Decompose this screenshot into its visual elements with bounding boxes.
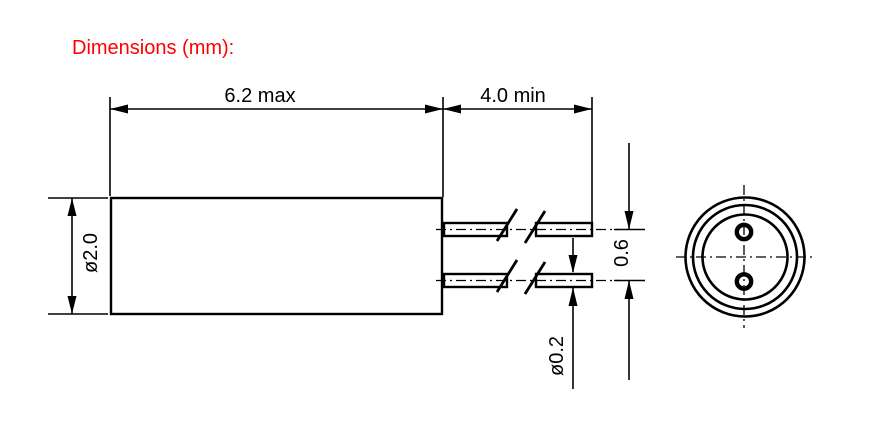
lead-break-mark [495,208,519,242]
lead-length-dimension: 4.0 min [443,85,592,114]
arrowhead-down-icon [624,211,634,230]
lead-break-mark [495,259,519,293]
arrowhead-right-icon [425,104,443,114]
end-view [676,185,814,328]
top-lead [436,208,619,244]
lead-spacing-dimension: 0.6 [611,143,645,380]
body-diameter-dimension: ø2.0 [48,197,108,315]
body-length-label: 6.2 max [224,85,295,107]
lead-break-mark [523,210,547,244]
top-dimension-group: 6.2 max 4.0 min [109,85,593,236]
page-title: Dimensions (mm): [72,37,234,59]
bottom-lead [436,259,619,295]
body-length-dimension: 6.2 max [110,85,443,114]
component-body [109,196,444,316]
lead-diameter-label: ø0.2 [546,336,568,376]
body-diameter-label: ø2.0 [80,233,102,273]
arrowhead-right-icon [574,104,592,114]
arrowhead-up-icon [568,287,578,306]
lead-spacing-label: 0.6 [611,239,633,267]
arrowhead-up-icon [67,198,77,216]
arrowhead-down-icon [568,255,578,273]
arrowhead-down-icon [67,296,77,314]
lead-length-label: 4.0 min [480,85,546,107]
lead-break-mark [523,261,547,295]
lead-diameter-dimension: ø0.2 [546,238,578,389]
arrowhead-left-icon [443,104,461,114]
arrowhead-left-icon [110,104,128,114]
